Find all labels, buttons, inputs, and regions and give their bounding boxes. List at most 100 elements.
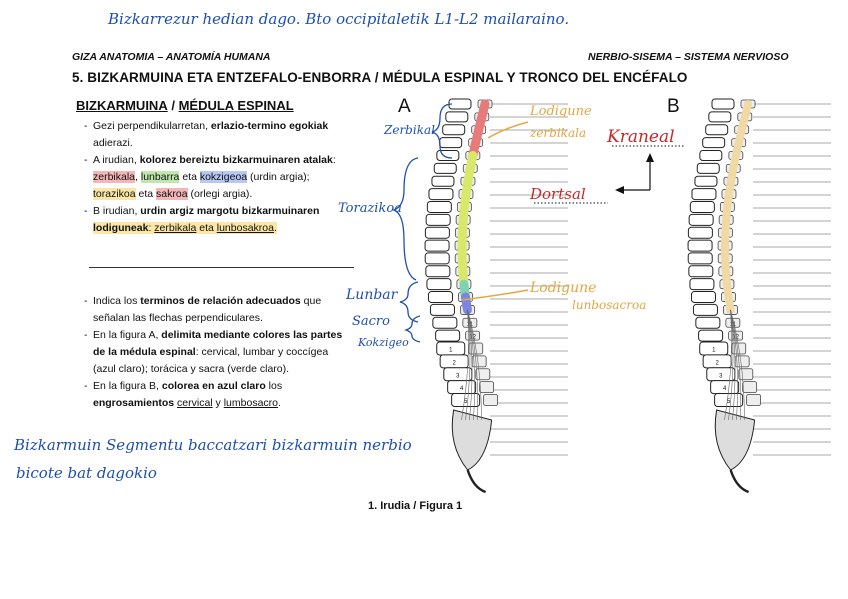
instruction-item: En la figura A, delimita mediante colore…: [84, 327, 374, 378]
leader-lodigune-lunbosacroa: [461, 289, 529, 301]
figure-label-a: A: [398, 96, 411, 117]
vertebral-body: [688, 213, 714, 226]
vertebral-body: [711, 98, 735, 110]
cauda-equina-fiber: [730, 309, 745, 420]
highlight-sakroa: sakroa: [156, 188, 188, 200]
vertebra-number: 5: [727, 399, 731, 405]
annotation-lunbar: Lunbar: [346, 287, 398, 303]
annotation-kraneal: Kraneal: [607, 127, 675, 147]
instruction-item: Indica los terminos de relación adecuado…: [84, 293, 374, 327]
vertebra-number: 2: [452, 360, 456, 366]
spinal-cord: [721, 100, 752, 314]
vertebral-body: [442, 124, 466, 136]
highlight-torazikoa: torazikoa: [93, 188, 136, 200]
cauda-equina-fiber: [467, 309, 479, 420]
vertebral-arch: [475, 368, 491, 381]
annotation-lodigune-lunbosacroa-1: Lodigune: [530, 280, 597, 296]
brace-cervical: [431, 103, 453, 159]
vertebral-body: [695, 316, 721, 329]
instruction-item: Gezi perpendikularretan, erlazio-termino…: [84, 118, 374, 152]
arrow-head-left: [615, 186, 624, 194]
vertebral-body: [424, 226, 450, 239]
cauda-equina-fiber: [724, 309, 732, 420]
brace-thoracic: [392, 157, 419, 281]
vertebral-body: [689, 278, 715, 291]
cauda-equina-fiber: [730, 309, 738, 420]
vertebral-body: [424, 239, 450, 252]
vertebra-number: 4: [460, 386, 464, 392]
cauda-equina-fiber: [465, 309, 471, 420]
annotation-dortsal: Dortsal: [530, 185, 586, 203]
instruction-item: En la figura B, colorea en azul claro lo…: [84, 378, 374, 412]
instructions-basque: Gezi perpendikularretan, erlazio-termino…: [84, 118, 374, 237]
vertebral-body: [435, 329, 461, 342]
vertebral-body: [714, 393, 744, 407]
vertebral-body: [431, 175, 455, 187]
vertebra-number: 3: [719, 373, 723, 379]
vertebral-body: [705, 124, 729, 136]
highlight-zerbikala: zerbikala: [93, 171, 136, 183]
cord-segment-cervical: [468, 99, 490, 160]
vertebra-number: 1: [712, 348, 716, 354]
divider: [89, 267, 354, 268]
vertebral-arch: [479, 381, 495, 394]
cauda-equina-fiber: [728, 309, 734, 420]
figure-caption: 1. Irudia / Figura 1: [368, 500, 463, 512]
instructions-spanish: Indica los terminos de relación adecuado…: [84, 293, 374, 412]
vertebral-body: [427, 291, 453, 304]
vertebral-body: [692, 303, 718, 316]
highlight-lunbarra: lunbarra: [140, 171, 180, 183]
vertebral-body: [702, 137, 726, 149]
instruction-item: A irudian, kolorez bereiztu bizkarmuinar…: [84, 152, 374, 203]
leader-lodigune-zerbikala: [487, 121, 529, 139]
handwritten-note-bottom-1: Bizkarmuin Segmentu baccatzari bizkarmui…: [14, 436, 412, 454]
vertebra-number: 1: [449, 348, 453, 354]
vertebral-body: [687, 239, 713, 252]
vertebral-arch: [483, 394, 499, 406]
vertebral-body: [433, 162, 457, 174]
page-title: 5. BIZKARMUINA ETA ENTZEFALO-ENBORRA / M…: [72, 70, 688, 85]
annotation-lodigune-zerbikala-1: Lodigune: [530, 104, 592, 119]
sacrum: [714, 409, 756, 471]
annotation-kokzigeo: Kokzigeo: [358, 336, 409, 349]
vertebral-body: [696, 162, 720, 174]
vertebral-body: [451, 393, 481, 407]
vertebral-body: [708, 111, 732, 123]
cauda-equina-fiber: [461, 309, 469, 420]
vertebra-number: 2: [715, 360, 719, 366]
annotation-zerbikal: Zerbikal: [384, 123, 435, 137]
vertebral-body: [699, 149, 723, 161]
cord-segment-thoracic: [457, 150, 478, 289]
vertebral-body: [688, 265, 714, 278]
vertebral-arch: [746, 394, 762, 406]
vertebral-body: [445, 111, 469, 123]
section-subtitle: BIZKARMUINA / MÉDULA ESPINAL: [76, 98, 294, 113]
vertebral-body: [690, 291, 716, 304]
annotation-lodigune-zerbikala-2: zerbikala: [530, 126, 587, 140]
arrow-head-up: [646, 153, 654, 162]
vertebral-body: [436, 149, 460, 161]
handwritten-note-top: Bizkarrezur hedian dago. Bto occipitalet…: [108, 10, 570, 28]
header-right: NERBIO-SISEMA – SISTEMA NERVIOSO: [588, 51, 789, 63]
vertebral-body: [425, 265, 451, 278]
vertebral-body: [429, 303, 455, 316]
handwritten-note-bottom-2: bicote bat dagokio: [16, 464, 157, 482]
cauda-equina-fiber: [467, 309, 473, 420]
cauda-equina-fiber: [467, 309, 482, 420]
vertebral-body: [425, 213, 451, 226]
vertebral-body: [687, 226, 713, 239]
vertebral-body: [448, 98, 472, 110]
vertebral-body: [439, 137, 463, 149]
coccyx: [466, 469, 487, 494]
brace-sacro: [403, 315, 421, 343]
instruction-item: B irudian, urdin argiz margotu bizkarmui…: [84, 203, 374, 237]
sacrum: [451, 409, 493, 471]
vertebral-body: [687, 252, 713, 265]
vertebra-number: 3: [456, 373, 460, 379]
header-left: GIZA ANATOMIA – ANATOMÍA HUMANA: [72, 51, 271, 63]
vertebral-arch: [738, 368, 754, 381]
vertebral-body: [432, 316, 458, 329]
cauda-equina-fiber: [730, 309, 742, 420]
